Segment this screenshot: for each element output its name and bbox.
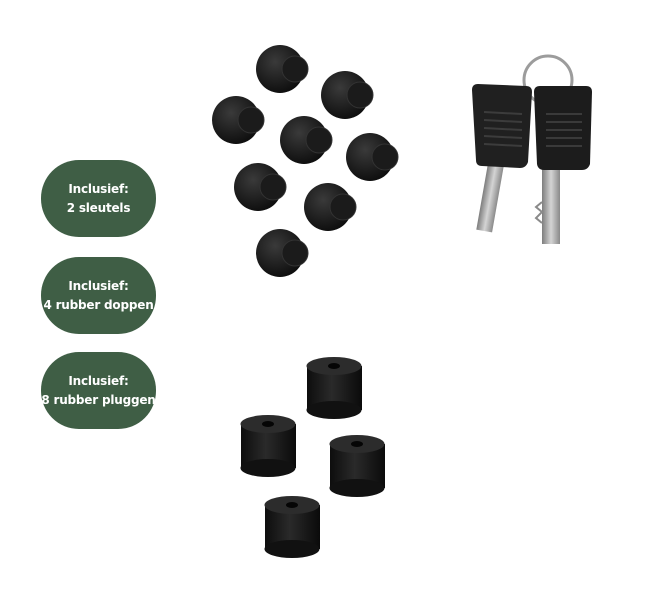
badge-plugs-line2: 8 rubber pluggen xyxy=(41,392,156,407)
rubber-caps-image xyxy=(240,357,385,558)
rubber-plug-icon xyxy=(234,163,287,211)
rubber-plug-icon xyxy=(304,183,357,231)
key-icon xyxy=(472,84,532,233)
rubber-plug-icon xyxy=(346,133,399,181)
badge-caps-line1: Inclusief: xyxy=(68,278,129,293)
rubber-cap-icon xyxy=(264,496,320,558)
rubber-cap-icon xyxy=(240,415,296,477)
badge-caps-line2: 4 rubber doppen xyxy=(43,297,154,312)
badge-caps: Inclusief: 4 rubber doppen xyxy=(41,257,156,334)
badge-plugs: Inclusief: 8 rubber pluggen xyxy=(41,352,156,429)
key-icon xyxy=(534,86,592,244)
rubber-plug-icon xyxy=(212,96,265,144)
badge-plugs-line1: Inclusief: xyxy=(68,373,129,388)
badge-keys-line2: 2 sleutels xyxy=(66,200,131,215)
rubber-plug-icon xyxy=(256,45,309,93)
rubber-cap-icon xyxy=(329,435,385,497)
rubber-plug-icon xyxy=(321,71,374,119)
rubber-plug-icon xyxy=(280,116,333,164)
badge-keys-line1: Inclusief: xyxy=(68,181,129,196)
rubber-plugs-image xyxy=(212,45,399,277)
badge-keys: Inclusief: 2 sleutels xyxy=(41,160,156,237)
rubber-plug-icon xyxy=(256,229,309,277)
rubber-cap-icon xyxy=(306,357,362,419)
keys-image xyxy=(472,54,592,244)
